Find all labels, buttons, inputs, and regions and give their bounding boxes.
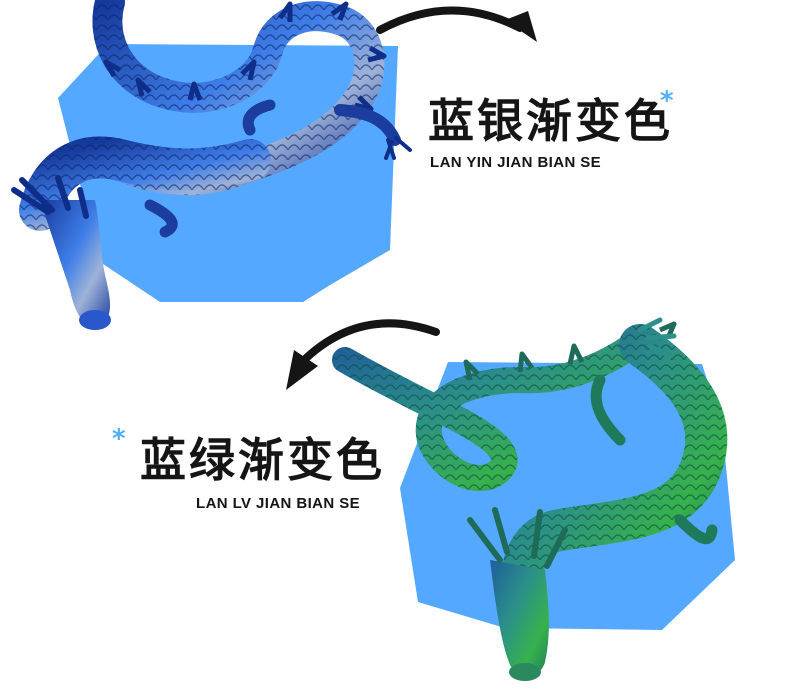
top-color-title: 蓝银渐变色 [428,94,673,148]
accent-star-icon: * [112,424,126,454]
top-color-pinyin: LAN YIN JIAN BIAN SE [430,154,602,171]
arrow-curved-right-icon [376,6,537,42]
top-color-label: 蓝银渐变色 LAN YIN JIAN BIAN SE [428,98,673,171]
arrow-curved-left-icon [286,319,440,390]
dragon-blue-silver-figure [11,0,412,330]
accent-star-icon: * [660,86,674,116]
bottom-color-label: 蓝绿渐变色 LAN LV JIAN BIAN SE [140,437,385,512]
bottom-color-title: 蓝绿渐变色 [140,433,385,487]
dragon-blue-green-figure [332,317,728,681]
bottom-color-pinyin: LAN LV JIAN BIAN SE [196,495,361,512]
